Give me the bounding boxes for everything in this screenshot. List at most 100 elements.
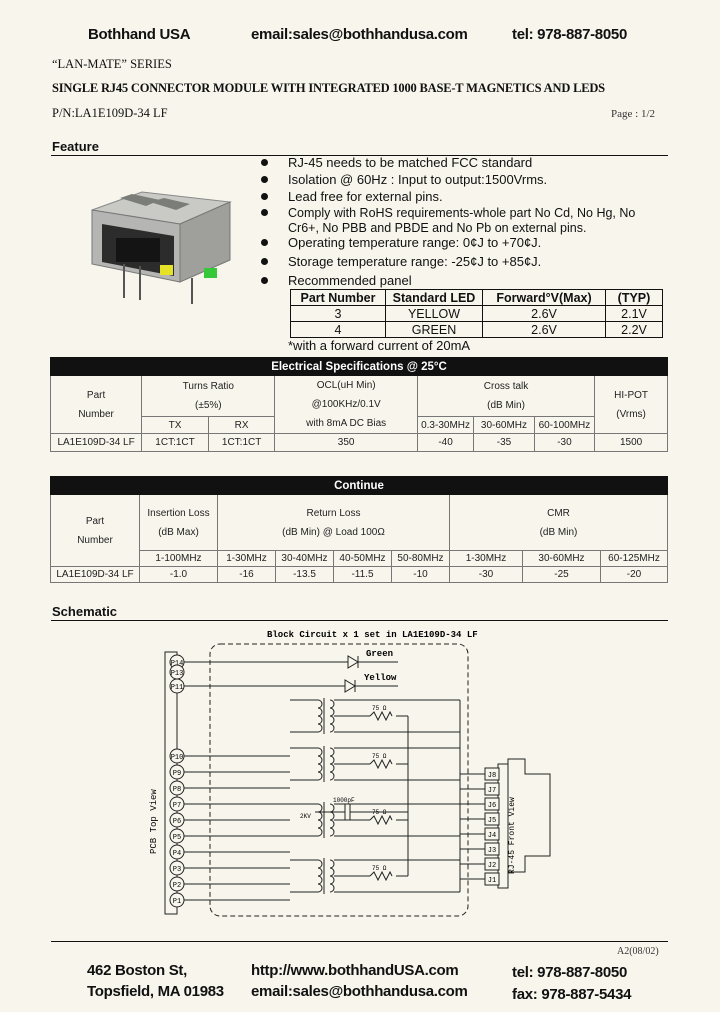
turns-label: Turns Ratio bbox=[182, 381, 234, 393]
rj45-front-view-label: RJ-45 Front View bbox=[508, 797, 517, 874]
continue-title: Continue bbox=[50, 476, 668, 495]
spec-cell: 1CT:1CT bbox=[141, 433, 209, 452]
footer-website[interactable]: http://www.bothhandUSA.com bbox=[251, 962, 459, 979]
insertion-label: Insertion Loss bbox=[147, 507, 210, 519]
ct-range: 0.3-30MHz bbox=[416, 416, 475, 434]
schematic-divider bbox=[51, 620, 668, 621]
feature-title: Feature bbox=[52, 139, 99, 154]
pin-label: P8 bbox=[173, 786, 181, 794]
spec-cell: -13.5 bbox=[275, 566, 334, 583]
page-number: Page : 1/2 bbox=[611, 108, 655, 120]
footer-divider bbox=[51, 941, 668, 942]
schematic-title: Schematic bbox=[52, 604, 118, 619]
module-outline bbox=[209, 643, 469, 917]
cmr-label: CMR bbox=[547, 507, 570, 519]
part-label: Part bbox=[85, 515, 105, 527]
return-unit: (dB Min) @ Load 100Ω bbox=[282, 526, 385, 538]
spec-cell: -30 bbox=[449, 566, 523, 583]
led-cell: 2.2V bbox=[605, 321, 663, 338]
led-header: Standard LED bbox=[385, 289, 483, 306]
pcb-top-view-label: PCB Top View bbox=[149, 789, 159, 854]
rx-header: RX bbox=[207, 416, 276, 434]
pin-label: J3 bbox=[488, 847, 496, 855]
pin-label: P13 bbox=[171, 670, 184, 678]
bullet-dot bbox=[261, 159, 268, 166]
bullet-dot bbox=[261, 209, 268, 216]
feature-item: Comply with RoHS requirements-whole part… bbox=[288, 206, 636, 220]
series-name: “LAN-MATE” SERIES bbox=[52, 57, 172, 71]
pin-label: P4 bbox=[173, 850, 181, 858]
led-header: Part Number bbox=[290, 289, 386, 306]
crosstalk-label: Cross talk bbox=[483, 381, 529, 393]
pin-label: P10 bbox=[171, 754, 184, 762]
insertion-unit: (dB Max) bbox=[158, 526, 199, 538]
ct-range: 30-60MHz bbox=[473, 416, 535, 434]
number-label: Number bbox=[78, 408, 114, 420]
bullet-dot bbox=[261, 176, 268, 183]
tx-header: TX bbox=[141, 416, 209, 434]
part-number-header: Part Number bbox=[50, 494, 140, 567]
feature-item: Cr6+, No PBB and PBDE and No Pb on exter… bbox=[288, 221, 587, 235]
part-number: P/N:LA1E109D-34 LF bbox=[52, 106, 168, 120]
ct-range: 60-100MHz bbox=[533, 416, 596, 434]
led-cell: 3 bbox=[290, 305, 386, 322]
return-loss-header: Return Loss (dB Min) @ Load 100Ω bbox=[217, 494, 450, 551]
resistor-label: 75 Ω bbox=[372, 865, 387, 872]
pin-label: P7 bbox=[173, 802, 181, 810]
part-number-header: Part Number bbox=[49, 375, 143, 434]
number-label: Number bbox=[77, 534, 113, 546]
feature-item: Storage temperature range: -25¢J to +85¢… bbox=[288, 254, 542, 269]
footer-tel: tel: 978-887-8050 bbox=[512, 964, 627, 981]
freq-range: 1-100MHz bbox=[139, 550, 218, 567]
pin-label: J8 bbox=[488, 772, 496, 780]
bullet-dot bbox=[261, 277, 268, 284]
pin-label: P1 bbox=[173, 898, 181, 906]
turns-ratio-header: Turns Ratio (±5%) bbox=[141, 374, 276, 418]
feature-item: Isolation @ 60Hz : Input to output:1500V… bbox=[288, 172, 548, 187]
ocl-cond: @100KHz/0.1V bbox=[311, 399, 381, 410]
footer-fax: fax: 978-887-5434 bbox=[512, 986, 632, 1003]
spec-cell: -20 bbox=[600, 566, 668, 583]
feature-item: RJ-45 needs to be matched FCC standard bbox=[288, 155, 533, 170]
spec-cell: -30 bbox=[533, 433, 596, 452]
bullet-dot bbox=[261, 258, 268, 265]
footer-email[interactable]: email:sales@bothhandusa.com bbox=[251, 983, 468, 1000]
header-email: email:sales@bothhandusa.com bbox=[251, 26, 468, 43]
part-label: Part bbox=[86, 389, 106, 401]
pin-label: J1 bbox=[488, 877, 496, 885]
spec-cell: -35 bbox=[473, 433, 535, 452]
spec-cell: -10 bbox=[391, 566, 450, 583]
spec-cell: 350 bbox=[274, 433, 418, 452]
cmr-unit: (dB Min) bbox=[539, 526, 578, 538]
led-note: *with a forward current of 20mA bbox=[288, 338, 471, 353]
bullet-dot bbox=[261, 193, 268, 200]
transformer-group: 75 Ω75 Ω75 Ω75 Ω bbox=[290, 698, 460, 894]
company-name: Bothhand USA bbox=[88, 26, 191, 43]
led-cell: YELLOW bbox=[385, 305, 483, 322]
continue-spec-table: Continue Part Number Insertion Loss (dB … bbox=[50, 476, 668, 583]
elec-title: Electrical Specifications @ 25°C bbox=[50, 357, 668, 376]
led-cell: GREEN bbox=[385, 321, 483, 338]
led-header: Forward°V(Max) bbox=[482, 289, 606, 306]
rj45-outline bbox=[507, 758, 551, 873]
resistor-label: 75 Ω bbox=[372, 705, 387, 712]
pin-label: P9 bbox=[173, 770, 181, 778]
freq-range: 60-125MHz bbox=[600, 550, 668, 567]
pin-label: P5 bbox=[173, 834, 181, 842]
green-label: Green bbox=[366, 649, 393, 659]
feature-item: Operating temperature range: 0¢J to +70¢… bbox=[288, 235, 542, 250]
spec-cell: LA1E109D-34 LF bbox=[49, 433, 143, 452]
yellow-led-icon bbox=[344, 679, 356, 693]
feature-item: Lead free for external pins. bbox=[288, 189, 443, 204]
product-title: SINGLE RJ45 CONNECTOR MODULE WITH INTEGR… bbox=[52, 81, 605, 95]
block-circuit-diagram: Block Circuit x 1 set in LA1E109D-34 LF … bbox=[149, 630, 551, 917]
crosstalk-header: Cross talk (dB Min) bbox=[416, 374, 596, 418]
spec-cell: LA1E109D-34 LF bbox=[50, 566, 140, 583]
freq-range: 1-30MHz bbox=[449, 550, 523, 567]
diagram-title: Block Circuit x 1 set in LA1E109D-34 LF bbox=[267, 630, 478, 640]
freq-range: 30-60MHz bbox=[522, 550, 601, 567]
header-tel: tel: 978-887-8050 bbox=[512, 26, 627, 43]
spec-cell: -11.5 bbox=[333, 566, 392, 583]
cap-label: 1000pF bbox=[333, 797, 355, 804]
